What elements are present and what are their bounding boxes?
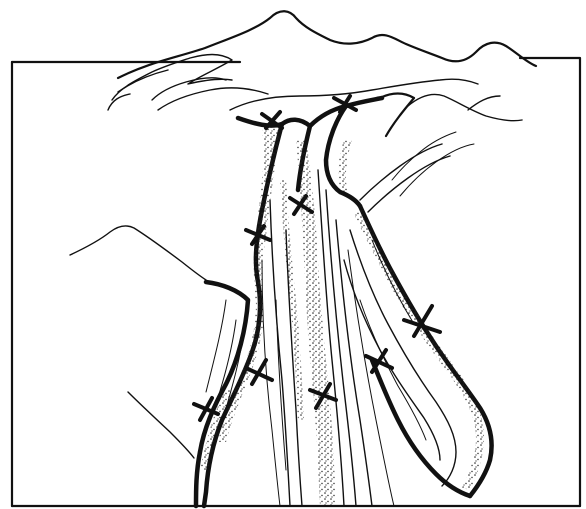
cross-mark [366,350,392,372]
right-tributary [360,94,450,213]
frame [12,58,580,506]
mountain-peaks [118,11,536,78]
right-glacier [326,106,492,496]
left-glacier [196,118,282,506]
